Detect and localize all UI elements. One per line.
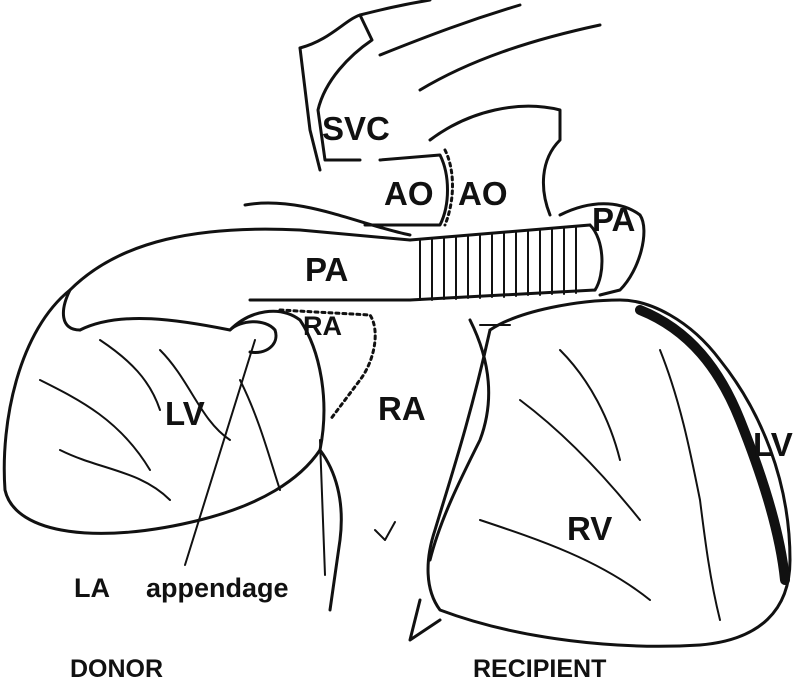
label-ra-large: RA — [378, 390, 426, 427]
recipient-heart — [426, 298, 792, 648]
donor-heart-vessels — [39, 339, 281, 501]
label-lv-donor: LV — [165, 395, 205, 432]
recipient-heart-vessels — [479, 349, 721, 621]
label-ra-small: RA — [303, 311, 342, 341]
svc-vessel — [298, 13, 374, 162]
recipient-apex-tip — [408, 598, 442, 642]
upper-vessel-branch — [358, 0, 602, 92]
donor-aorta — [363, 153, 449, 227]
recipient-pulmonary-artery — [558, 202, 646, 297]
caption-donor: DONOR — [70, 655, 164, 683]
ra-anastomosis — [278, 308, 377, 422]
recipient-right-atrium — [318, 318, 491, 612]
graft-conduit — [408, 223, 604, 302]
aorta-suture-ring — [443, 148, 454, 227]
label-svc: SVC — [322, 110, 390, 147]
graft-conduit-rings — [419, 226, 577, 301]
label-rv: RV — [567, 510, 613, 547]
label-la: LA — [74, 573, 110, 603]
donor-pulmonary-artery — [61, 201, 412, 332]
label-ao-donor: AO — [384, 175, 434, 212]
label-lv-recipient: LV — [753, 426, 793, 463]
recipient-heart-shadow — [635, 305, 790, 585]
svc-vessel-left — [298, 46, 322, 172]
appendage-pointer-line — [184, 339, 256, 566]
la-pointer-line — [319, 439, 326, 576]
label-ao-recipient: AO — [458, 175, 508, 212]
recipient-aorta-arch — [428, 104, 562, 217]
label-pa-donor: PA — [305, 251, 349, 288]
caption-recipient: RECIPIENT — [473, 655, 607, 683]
label-pa-recipient: PA — [592, 201, 636, 238]
vessel-tie-mark — [374, 324, 511, 541]
label-appendage: appendage — [146, 573, 289, 603]
la-appendage — [228, 320, 278, 355]
